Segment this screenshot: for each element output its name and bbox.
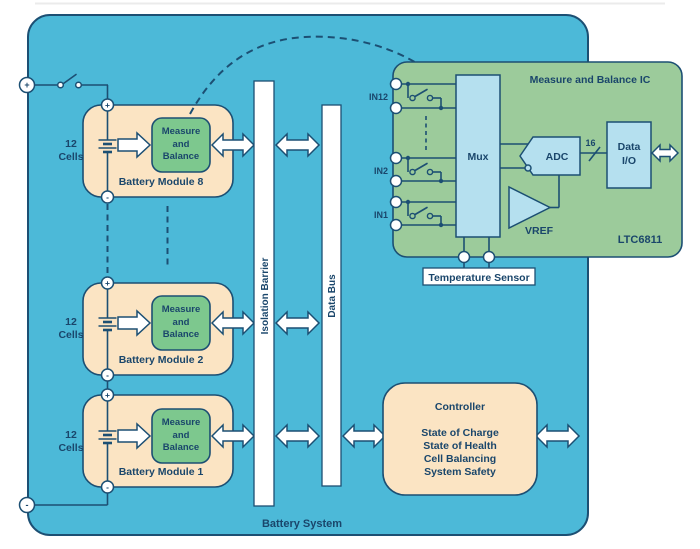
cells-word-label: Cells bbox=[58, 442, 83, 454]
negative-sign: - bbox=[106, 482, 109, 492]
in12-label: IN12 bbox=[369, 92, 388, 102]
controller-function: State of Charge bbox=[421, 427, 499, 439]
cells-count-label: 12 bbox=[65, 138, 77, 150]
mux-block bbox=[455, 74, 501, 238]
vref-amp bbox=[508, 185, 552, 230]
isolation-barrier-label: Isolation Barrier bbox=[260, 258, 271, 335]
vref-label: VREF bbox=[525, 225, 554, 237]
module8-label: Battery Module 8 bbox=[119, 176, 204, 188]
bus-width-slash bbox=[588, 146, 601, 162]
adc-label: ADC bbox=[546, 151, 569, 163]
measure-balance-label: Balance bbox=[163, 442, 199, 453]
controller-title: Controller bbox=[435, 401, 485, 413]
isolation-barrier-bar bbox=[253, 80, 275, 507]
arrow-battery-to-balance bbox=[117, 131, 152, 159]
arrow-controller-to-external bbox=[534, 423, 581, 449]
controller-function: State of Health bbox=[423, 440, 497, 452]
cells-count-label: 12 bbox=[65, 429, 77, 441]
disconnect-switch-icon bbox=[56, 73, 109, 99]
data-io-label: Data bbox=[618, 141, 641, 153]
module8-negative-terminal bbox=[100, 190, 115, 204]
positive-sign: + bbox=[105, 278, 110, 288]
measure-balance-box bbox=[151, 408, 211, 464]
temp-pin-2 bbox=[482, 250, 496, 264]
adc-inverting-bubble bbox=[524, 164, 532, 172]
module1-negative-terminal bbox=[100, 480, 115, 494]
module2-label: Battery Module 2 bbox=[119, 354, 204, 366]
measure-and-balance-ic: Measure and Balance IC LTC6811 Mux IN12 bbox=[369, 61, 683, 268]
measure-balance-label: and bbox=[173, 317, 190, 328]
cells-word-label: Cells bbox=[58, 329, 83, 341]
in1-label: IN1 bbox=[374, 210, 388, 220]
measure-balance-box bbox=[151, 295, 211, 351]
data-bus-bar bbox=[321, 104, 342, 487]
battery-module-1: + - Measure and Balance Battery Module 1… bbox=[58, 388, 234, 494]
measure-balance-box bbox=[151, 117, 211, 173]
pack-positive-terminal: + bbox=[18, 76, 57, 94]
measure-balance-label: Measure bbox=[162, 126, 201, 137]
pack-negative-terminal: - bbox=[18, 493, 109, 514]
arrow-isolation-to-databus-row1 bbox=[274, 423, 321, 449]
measure-balance-label: Balance bbox=[163, 151, 199, 162]
adc-block bbox=[519, 136, 581, 176]
positive-sign: + bbox=[105, 390, 110, 400]
battery-icon bbox=[98, 139, 117, 154]
measure-balance-label: Balance bbox=[163, 329, 199, 340]
data-io-label: I/O bbox=[622, 155, 636, 167]
scan-artifact-line bbox=[35, 2, 665, 5]
measure-balance-label: Measure bbox=[162, 304, 201, 315]
measure-balance-label: and bbox=[173, 139, 190, 150]
temperature-sensor-box bbox=[422, 267, 536, 286]
in12-top-pin bbox=[389, 77, 403, 91]
battery-system-label: Battery System bbox=[262, 518, 342, 530]
in2-label: IN2 bbox=[374, 166, 388, 176]
in2-top-pin bbox=[389, 151, 403, 165]
controller-function: Cell Balancing bbox=[424, 453, 496, 465]
battery-module-8: + - Measure and Balance Battery Module 8… bbox=[58, 98, 234, 204]
in1-top-pin bbox=[389, 195, 403, 209]
module2-negative-terminal bbox=[100, 368, 115, 382]
input-group-in12: IN12 bbox=[369, 77, 456, 115]
arrow-isolation-to-databus-row8 bbox=[274, 132, 321, 158]
arrow-isolation-to-databus-row2 bbox=[274, 310, 321, 336]
positive-sign: + bbox=[24, 80, 29, 90]
mux-label: Mux bbox=[468, 151, 489, 163]
cells-count-label: 12 bbox=[65, 316, 77, 328]
data-bus-label: Data Bus bbox=[327, 274, 338, 318]
controller: Controller State of Charge State of Heal… bbox=[382, 382, 538, 496]
module8-positive-terminal bbox=[100, 98, 115, 112]
module2-positive-terminal bbox=[100, 276, 115, 290]
measure-balance-label: and bbox=[173, 430, 190, 441]
ic-part-number: LTC6811 bbox=[618, 234, 662, 246]
module1-positive-terminal bbox=[100, 388, 115, 402]
bus-width-label: 16 bbox=[585, 138, 595, 148]
controller-box bbox=[382, 382, 538, 496]
in2-bottom-pin bbox=[389, 174, 403, 188]
negative-sign: - bbox=[26, 500, 29, 510]
negative-sign: - bbox=[106, 370, 109, 380]
ic-title: Measure and Balance IC bbox=[530, 74, 651, 86]
negative-sign: - bbox=[106, 192, 109, 202]
arrow-battery-to-balance bbox=[117, 422, 152, 450]
positive-sign: + bbox=[105, 100, 110, 110]
in1-bottom-pin bbox=[389, 218, 403, 232]
battery-module-2: + - Measure and Balance Battery Module 2… bbox=[58, 276, 234, 382]
in12-bottom-pin bbox=[389, 101, 403, 115]
arrow-dataio-external bbox=[650, 143, 680, 163]
cells-word-label: Cells bbox=[58, 151, 83, 163]
temperature-sensor-label: Temperature Sensor bbox=[428, 272, 529, 284]
data-io-block bbox=[606, 121, 652, 189]
controller-function: System Safety bbox=[424, 466, 496, 478]
temp-pin-1 bbox=[457, 250, 471, 264]
zoom-detail-dashed-arrow bbox=[189, 35, 425, 115]
input-group-in1: IN1 bbox=[374, 195, 456, 232]
module1-label: Battery Module 1 bbox=[119, 466, 204, 478]
measure-balance-label: Measure bbox=[162, 417, 201, 428]
input-group-in2: IN2 bbox=[374, 151, 456, 188]
arrow-battery-to-balance bbox=[117, 309, 152, 337]
